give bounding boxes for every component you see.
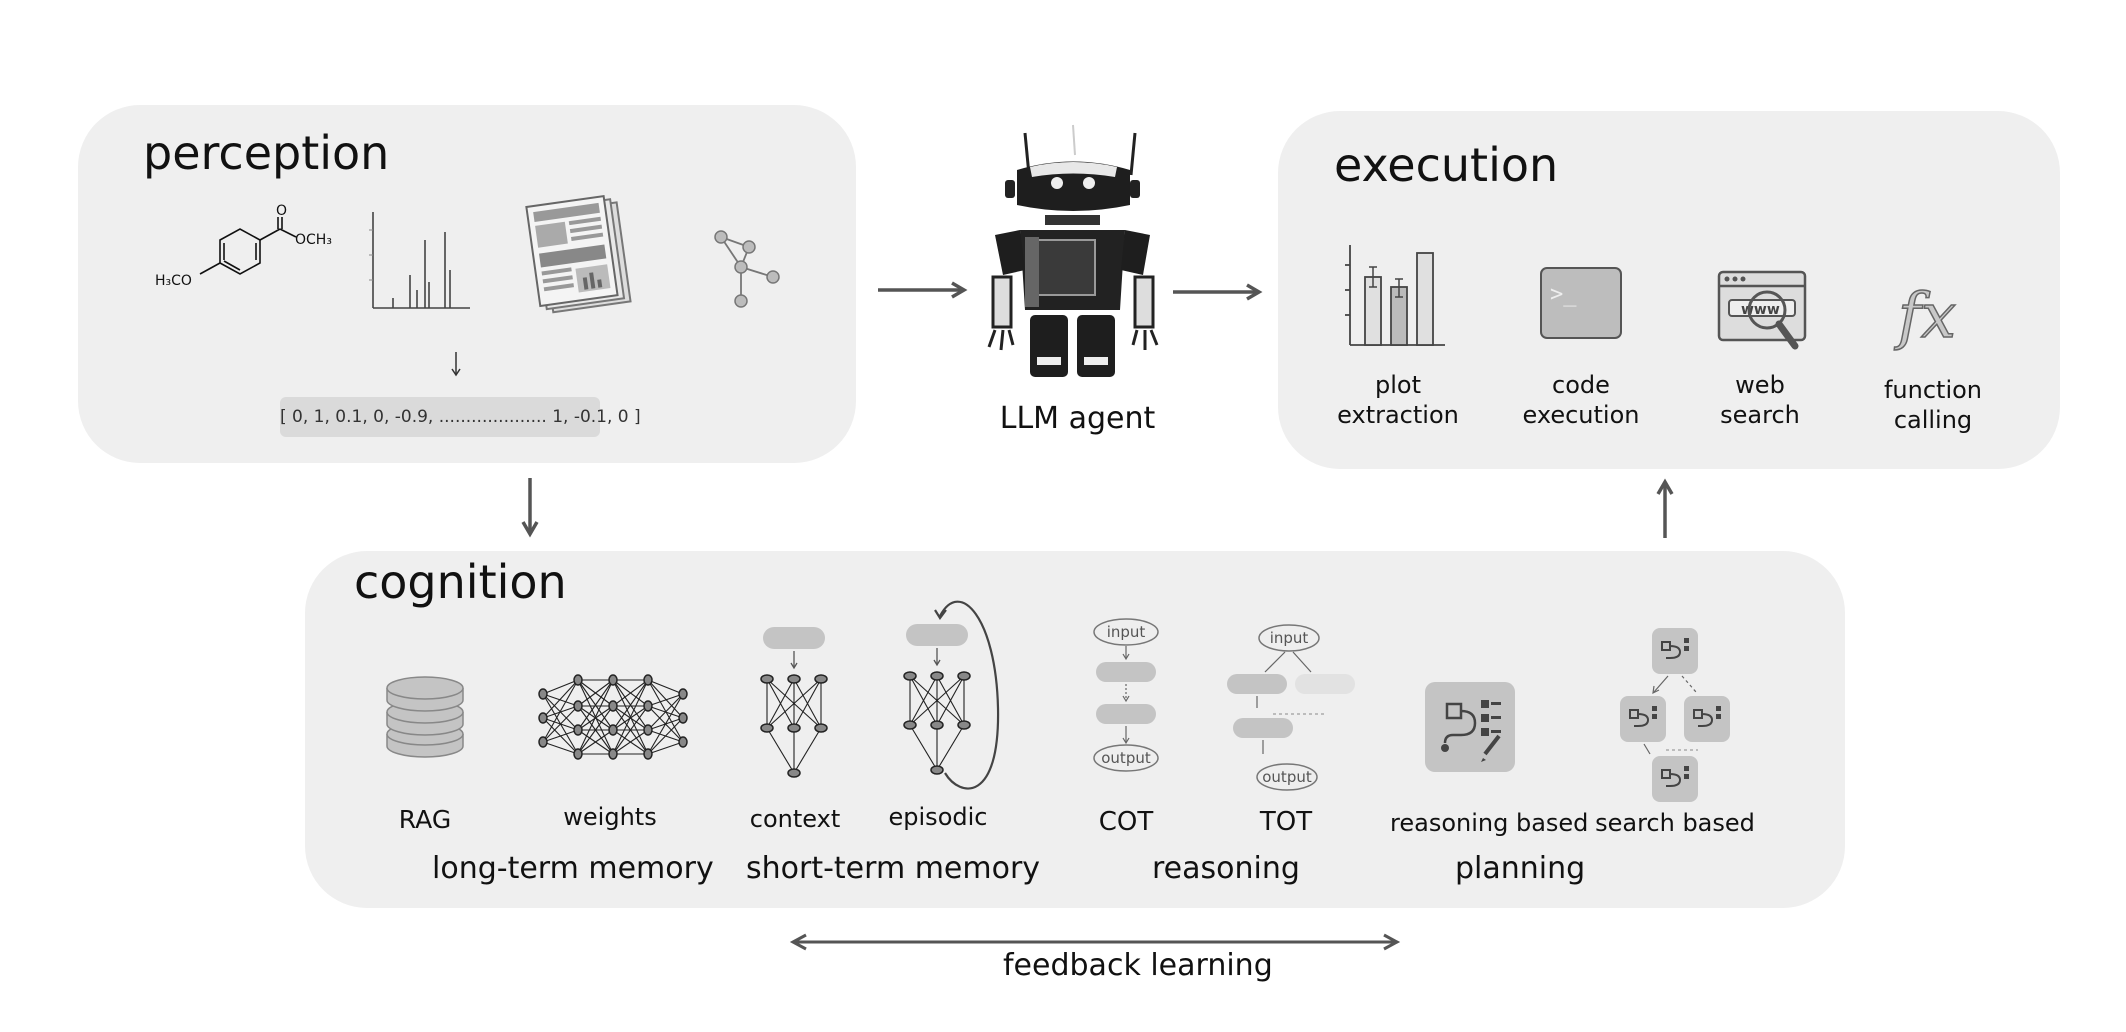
cognition-title: cognition [354, 555, 567, 609]
group-planning: planning [1455, 851, 1586, 886]
reasoning-plan-icon [1425, 682, 1515, 772]
cot-diagram-icon: input output [1093, 618, 1159, 772]
group-long-term-memory: long-term memory [432, 851, 714, 886]
search-plan-icon [1620, 628, 1730, 802]
web-text: www [1741, 302, 1780, 318]
execution-panel [1278, 111, 2060, 469]
feedback-label: feedback learning [1003, 948, 1273, 983]
database-icon [386, 676, 464, 758]
weights-network-icon [538, 674, 688, 760]
cognition-panel [305, 551, 1845, 908]
label-search-based: search based [1595, 809, 1755, 837]
spectrum-icon [369, 212, 470, 309]
terminal-icon: >_ [1540, 267, 1622, 339]
episodic-memory-icon [903, 600, 1000, 790]
embedding-arrow [451, 352, 461, 377]
bar-chart-icon [1345, 245, 1445, 346]
arrow-perception-to-cognition [521, 478, 539, 538]
label-tot: TOT [1259, 807, 1313, 837]
cot-input-text: input [1107, 623, 1146, 641]
label-rag: RAG [398, 805, 452, 834]
terminal-prompt: >_ [1550, 282, 1577, 307]
label-weights: weights [563, 803, 657, 831]
molecule-icon: O OCH₃ H₃CO [155, 203, 332, 289]
feedback-double-arrow [789, 933, 1401, 951]
molecule-right-label: OCH₃ [295, 232, 332, 248]
molecule-oxygen: O [276, 203, 287, 219]
cot-output-text: output [1101, 749, 1151, 767]
robot-icon [987, 124, 1159, 377]
label-cot: COT [1098, 807, 1154, 837]
tot-output-text: output [1262, 768, 1312, 786]
fx-text: fx [1894, 279, 1956, 352]
perception-title: perception [143, 126, 390, 180]
arrow-perception-to-agent [878, 281, 968, 299]
group-short-term-memory: short-term memory [746, 851, 1041, 886]
arrow-agent-to-execution [1173, 283, 1263, 301]
label-reasoning-based: reasoning based [1390, 809, 1589, 837]
web-search-icon: www [1717, 270, 1807, 350]
execution-title: execution [1334, 138, 1559, 192]
molecule-left-label: H₃CO [155, 273, 192, 289]
paper-icon [525, 194, 632, 314]
arrow-cognition-to-execution [1656, 478, 1674, 538]
tot-input-text: input [1270, 629, 1309, 647]
context-memory-icon [760, 627, 828, 778]
embedding-vector: [ 0, 1, 0.1, 0, -0.9, ..................… [280, 397, 641, 437]
group-reasoning: reasoning [1152, 851, 1300, 886]
agent-label: LLM agent [999, 401, 1156, 436]
tot-diagram-icon: input output [1227, 624, 1355, 791]
label-context: context [749, 805, 841, 833]
function-icon: fx [1893, 278, 1956, 353]
graph-icon [714, 230, 780, 308]
label-episodic: episodic [888, 803, 988, 831]
